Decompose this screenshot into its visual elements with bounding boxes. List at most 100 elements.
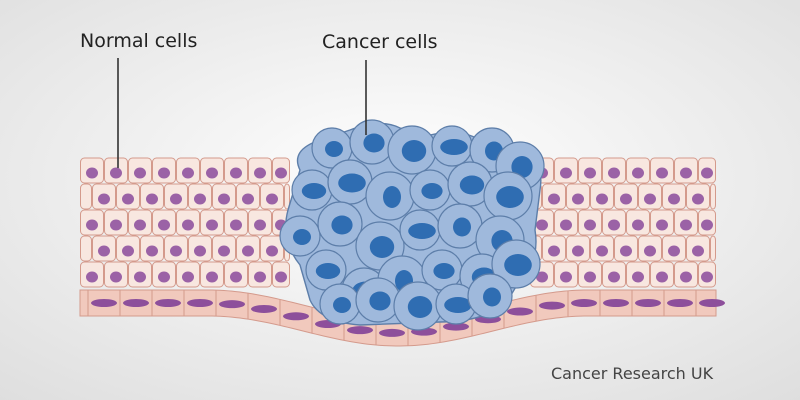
- cancer-cell-nucleus: [325, 141, 343, 157]
- basal-cell-nucleus: [219, 300, 245, 309]
- normal-cell-nucleus: [692, 193, 704, 205]
- normal-cell-nucleus: [275, 167, 287, 179]
- basal-cell-nucleus: [699, 299, 725, 307]
- normal-cell-nucleus: [218, 193, 230, 205]
- basal-cell-nucleus: [347, 326, 373, 335]
- normal-cell-nucleus: [158, 271, 170, 283]
- normal-cell-nucleus: [98, 245, 110, 257]
- cancer-cell-nucleus: [315, 263, 341, 279]
- normal-cell-nucleus: [632, 167, 644, 179]
- normal-cell-nucleus: [656, 167, 668, 179]
- normal-cell-nucleus: [266, 245, 278, 257]
- cancer-cell-nucleus: [433, 263, 455, 279]
- normal-cell-nucleus: [194, 193, 206, 205]
- basal-cell-nucleus: [443, 322, 469, 331]
- normal-cell-nucleus: [134, 167, 146, 179]
- normal-cell-nucleus: [668, 193, 680, 205]
- normal-cell-nucleus: [86, 271, 98, 283]
- normal-cell-nucleus: [620, 193, 632, 205]
- normal-cell-nucleus: [584, 167, 596, 179]
- normal-cell-nucleus: [644, 245, 656, 257]
- normal-cell-nucleus: [158, 219, 170, 231]
- basal-cell-nucleus: [635, 299, 661, 307]
- normal-cell-nucleus: [596, 245, 608, 257]
- normal-cell-nucleus: [608, 219, 620, 231]
- basal-cell-nucleus: [91, 299, 117, 307]
- credit-text: Cancer Research UK: [551, 364, 714, 383]
- normal-cell-nucleus: [620, 245, 632, 257]
- normal-cell-nucleus: [122, 245, 134, 257]
- cancer-cell-nucleus: [369, 236, 395, 258]
- normal-cell-nucleus: [110, 271, 122, 283]
- cancer-cells-label: Cancer cells: [322, 31, 438, 53]
- normal-cell-nucleus: [230, 271, 242, 283]
- normal-cell-nucleus: [254, 219, 266, 231]
- normal-cell-nucleus: [242, 193, 254, 205]
- normal-cell-nucleus: [182, 167, 194, 179]
- cancer-cell-nucleus: [511, 156, 533, 178]
- normal-cell-nucleus: [134, 271, 146, 283]
- cancer-cell-nucleus: [363, 133, 385, 153]
- normal-cell-nucleus: [596, 193, 608, 205]
- normal-cell-nucleus: [608, 271, 620, 283]
- normal-cell-nucleus: [110, 167, 122, 179]
- basal-cell-nucleus: [187, 299, 213, 307]
- cancer-cell-nucleus: [453, 217, 471, 237]
- normal-cell-nucleus: [218, 245, 230, 257]
- normal-cell: [284, 183, 290, 210]
- normal-cell-nucleus: [254, 271, 266, 283]
- normal-cell-nucleus: [656, 219, 668, 231]
- normal-cell-nucleus: [266, 193, 278, 205]
- cancer-cell-nucleus: [401, 140, 427, 162]
- basal-cell-nucleus: [571, 299, 597, 308]
- basal-cell-nucleus: [155, 299, 181, 307]
- normal-cell-nucleus: [560, 167, 572, 179]
- cancer-cell-nucleus: [293, 229, 311, 245]
- normal-cell-nucleus: [560, 271, 572, 283]
- normal-cell-nucleus: [680, 167, 692, 179]
- normal-cell-nucleus: [98, 193, 110, 205]
- normal-cell-nucleus: [86, 219, 98, 231]
- normal-cell-nucleus: [110, 219, 122, 231]
- normal-cell-nucleus: [584, 219, 596, 231]
- normal-cell: [80, 235, 92, 262]
- cancer-cell-nucleus: [408, 223, 436, 239]
- normal-cell: [710, 235, 716, 262]
- cancer-cell-nucleus: [504, 254, 532, 276]
- normal-cell-nucleus: [182, 271, 194, 283]
- normal-cell-nucleus: [560, 219, 572, 231]
- normal-cell-nucleus: [122, 193, 134, 205]
- normal-cell-nucleus: [680, 271, 692, 283]
- cancer-cell-nucleus: [496, 186, 524, 208]
- normal-cell-nucleus: [230, 167, 242, 179]
- normal-cell-nucleus: [608, 167, 620, 179]
- normal-cell-nucleus: [206, 219, 218, 231]
- normal-cell-nucleus: [134, 219, 146, 231]
- basal-cell-nucleus: [379, 328, 405, 337]
- basal-cell-nucleus: [507, 307, 533, 316]
- normal-cell-nucleus: [701, 219, 713, 231]
- normal-cell: [80, 183, 92, 210]
- basal-cell-nucleus: [667, 299, 693, 307]
- normal-cell: [710, 183, 716, 210]
- normal-cell-nucleus: [170, 193, 182, 205]
- normal-cell-nucleus: [86, 167, 98, 179]
- normal-cell-nucleus: [668, 245, 680, 257]
- normal-cell-nucleus: [656, 271, 668, 283]
- cancer-cell-nucleus: [421, 183, 443, 199]
- cancer-cell-nucleus: [440, 139, 468, 155]
- cancer-cell-nucleus: [407, 296, 433, 318]
- normal-cell-nucleus: [182, 219, 194, 231]
- normal-cell-nucleus: [536, 271, 548, 283]
- cancer-cell-nucleus: [383, 186, 401, 208]
- cancer-cell-nucleus: [483, 287, 501, 307]
- normal-cell-nucleus: [572, 245, 584, 257]
- normal-cell-nucleus: [194, 245, 206, 257]
- normal-cell-nucleus: [692, 245, 704, 257]
- cancer-cell-nucleus: [459, 175, 485, 195]
- normal-cell-nucleus: [701, 271, 713, 283]
- normal-cell-nucleus: [275, 271, 287, 283]
- cancer-cell-nucleus: [333, 297, 351, 313]
- normal-cell-nucleus: [230, 219, 242, 231]
